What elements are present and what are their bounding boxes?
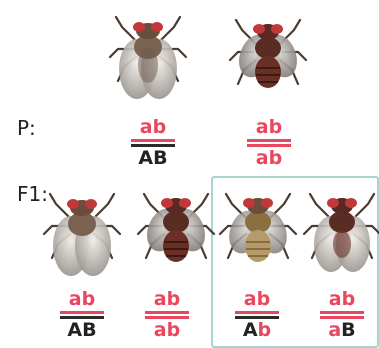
chromosome-bar-red — [235, 311, 279, 314]
genotype-top-allele: ab — [239, 118, 299, 137]
genotype-top-allele: ab — [52, 290, 112, 309]
genotype-bottom-allele: AB — [52, 320, 112, 340]
genotype-f1-3: ab Ab — [227, 290, 287, 340]
genotype-top-allele: ab — [312, 290, 372, 309]
genotype-p-2: ab ab — [239, 118, 299, 168]
allele-A: A — [243, 319, 258, 341]
genotype-top-allele: ab — [123, 118, 183, 137]
chromosome-bar-red — [131, 139, 175, 142]
p-generation-label: P: — [17, 116, 36, 140]
chromosome-bar-red — [145, 311, 189, 314]
dark-fly — [136, 182, 216, 278]
genotype-bottom-allele: Ab — [227, 320, 287, 340]
genotype-f1-1: ab AB — [52, 290, 112, 340]
chromosome-bar-red — [60, 311, 104, 314]
allele-a: a — [328, 319, 341, 341]
dark-body-fly — [302, 182, 379, 282]
genotype-top-allele: ab — [227, 290, 287, 309]
allele-B: B — [341, 319, 355, 341]
genotype-bottom-allele: aB — [312, 320, 372, 340]
genotype-bottom-allele: ab — [239, 148, 299, 168]
genotype-f1-2: ab ab — [137, 290, 197, 340]
genotype-p-1: ab AB — [123, 118, 183, 168]
genotype-bottom-allele: ab — [137, 320, 197, 340]
genotype-f1-4: ab aB — [312, 290, 372, 340]
genotype-top-allele: ab — [137, 290, 197, 309]
genotype-bottom-allele: AB — [123, 148, 183, 168]
allele-b: b — [258, 319, 272, 341]
gray-wild-type-fly — [108, 5, 188, 105]
gray-wild-type-fly — [42, 182, 122, 282]
chromosome-bar-red — [247, 139, 291, 142]
dark-fly — [228, 8, 308, 104]
gray-body-fly — [218, 182, 298, 278]
chromosome-bar-red — [320, 311, 364, 314]
